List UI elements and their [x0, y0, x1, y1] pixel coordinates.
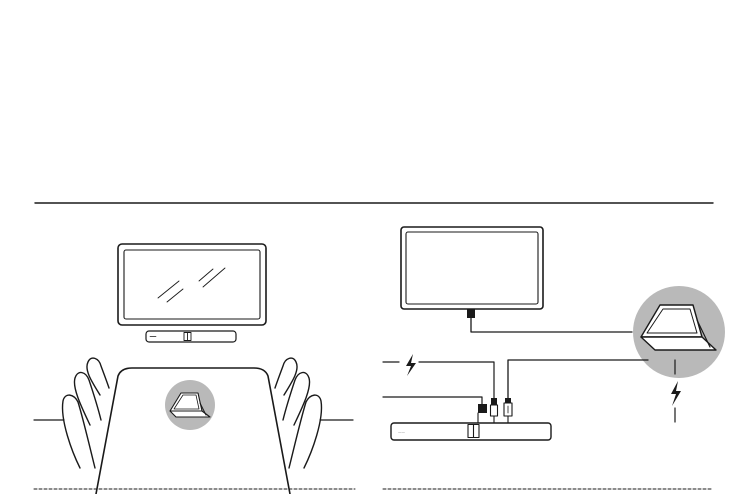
- connection-illustration: ——: [383, 227, 725, 489]
- hdmi-port: [467, 309, 475, 318]
- cable-connectors: [478, 398, 512, 416]
- bar-power: [383, 354, 494, 398]
- lightning-icon: [406, 354, 416, 376]
- bar-to-controller-cable: [508, 360, 648, 398]
- room-illustration: [34, 244, 355, 494]
- room-video-bar: [146, 331, 236, 342]
- lightning-icon: [671, 381, 681, 406]
- connection-touch-controller: [633, 286, 725, 378]
- connection-display: [401, 227, 543, 318]
- room-touch-controller: [165, 380, 215, 430]
- chairs-left: [34, 358, 109, 468]
- input-cable: [383, 397, 482, 404]
- display-to-controller-cable: [471, 318, 632, 332]
- connection-video-bar: ——: [391, 413, 551, 440]
- room-display: [118, 244, 266, 325]
- device-label: ——: [398, 430, 406, 434]
- chairs-right: [275, 358, 353, 468]
